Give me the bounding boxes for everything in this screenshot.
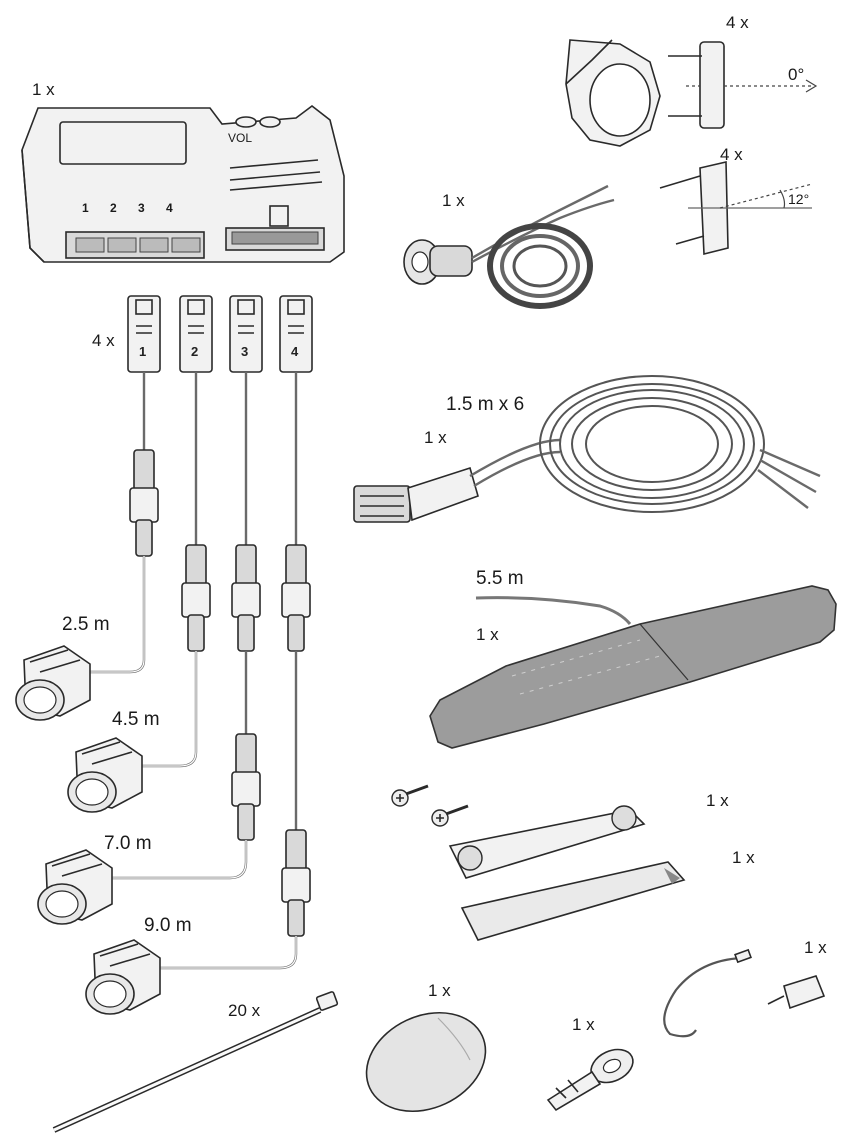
buzzer-with-cable <box>403 184 615 309</box>
sensor-head-4 <box>85 939 161 1015</box>
control-unit-ports <box>75 231 319 253</box>
mounting-bracket <box>448 805 646 879</box>
sensor-head-1 <box>15 645 91 721</box>
control-unit-port-numbers: 1 2 3 4 <box>82 201 173 215</box>
connector-4-label: 4 <box>291 344 299 359</box>
connector-3-label: 3 <box>241 344 248 359</box>
harness-qty: 1 x <box>424 428 447 447</box>
cable-1-length: 2.5 m <box>62 614 110 635</box>
sensor-mounting-ring <box>565 39 661 147</box>
control-unit-qty: 1 x <box>32 80 55 99</box>
cable-4-length: 9.0 m <box>144 915 192 936</box>
wire-harness <box>353 375 821 523</box>
cable-tie <box>52 991 339 1133</box>
display-cable-length: 5.5 m <box>476 568 524 589</box>
display-unit <box>429 585 837 749</box>
cable-3-length: 7.0 m <box>104 833 152 854</box>
angled-holder-qty: 4 x <box>720 145 743 164</box>
adhesive-strip <box>460 861 686 941</box>
bracket-qty: 1 x <box>706 791 729 810</box>
buzzer-qty: 1 x <box>442 191 465 210</box>
sensor-cable-2: 2 <box>142 295 213 768</box>
display-qty: 1 x <box>476 625 499 644</box>
ring-terminal <box>546 1048 634 1112</box>
cable-tie-qty: 20 x <box>228 1001 261 1020</box>
connector-2-label: 2 <box>191 344 198 359</box>
sensor-connectors-qty: 4 x <box>92 331 115 350</box>
sensor-head-3 <box>37 849 113 925</box>
sensor-ring-qty: 4 x <box>726 13 749 32</box>
ring-terminal-qty: 1 x <box>572 1015 595 1034</box>
sensor-head-2 <box>67 737 143 813</box>
control-unit-vol-label: VOL <box>228 131 252 145</box>
sensor-cable-1: 1 <box>88 295 161 674</box>
control-unit: VOL 1 2 3 4 1 x <box>21 80 345 263</box>
connector-1-label: 1 <box>139 344 146 359</box>
angle-0-label: 0° <box>788 65 804 84</box>
cable-2-length: 4.5 m <box>112 709 160 730</box>
sensor-ring-side-view <box>668 41 818 129</box>
angle-12-label: 12° <box>788 191 809 207</box>
angled-holder <box>659 160 813 256</box>
fuse-tag <box>767 975 826 1010</box>
adhesive-strip-qty: 1 x <box>732 848 755 867</box>
screws <box>391 784 469 827</box>
round-pad-qty: 1 x <box>428 981 451 1000</box>
sensor-cable-3: 3 <box>112 295 263 880</box>
sensor-cable-4: 4 <box>160 295 313 970</box>
connection-wire <box>663 948 752 1038</box>
wire-qty: 1 x <box>804 938 827 957</box>
round-adhesive-pad <box>365 1011 487 1113</box>
harness-length: 1.5 m x 6 <box>446 394 524 415</box>
